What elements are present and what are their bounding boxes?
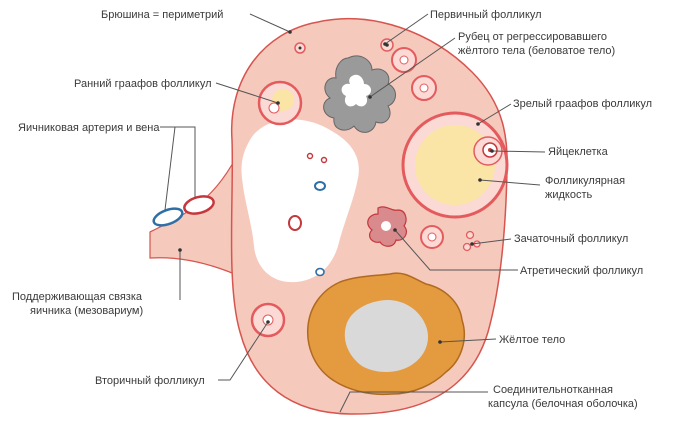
artery-cross-section [183, 195, 215, 215]
leader-dot [478, 178, 482, 182]
leader-primordial [471, 238, 512, 245]
leader-dot [368, 95, 372, 99]
vessel [314, 181, 326, 191]
label-artery-vein: Яичниковая артерия и вена [18, 122, 160, 134]
leader-dot [178, 248, 182, 252]
primordial-follicle-oocyte [427, 232, 437, 242]
leader-dot [438, 340, 442, 344]
primordial-follicle [465, 230, 475, 240]
label-secondary-follicle: Вторичный фолликул [95, 375, 205, 387]
label-oocyte: Яйцеклетка [548, 146, 609, 158]
leader-corpus-albicans [369, 37, 456, 98]
leader-mature-graafian [477, 103, 512, 125]
atretic-follicle-center [381, 221, 391, 231]
primary-follicle-oocyte [399, 55, 409, 65]
secondary-follicle-oocyte [262, 314, 274, 326]
label-corpus-albicans-1: Рубец от регрессировавшего [458, 31, 607, 43]
leader-capsule [339, 391, 488, 413]
leader-atretic [394, 229, 518, 271]
label-follicular-fluid-1: Фолликулярная [545, 175, 625, 187]
label-mesovarium-2: яичника (мезовариум) [30, 305, 143, 317]
label-mature-graafian: Зрелый граафов фолликул [513, 98, 652, 110]
leader-early-graafian [215, 82, 279, 104]
vessel [320, 156, 328, 164]
leader-dot [383, 42, 387, 46]
corpus-luteum-center [344, 300, 429, 372]
leader-dot [266, 320, 270, 324]
leader-dot [470, 242, 474, 246]
label-mesovarium-1: Поддерживающая связка [12, 291, 143, 303]
leader-oocyte [491, 150, 546, 153]
vessel [288, 215, 302, 231]
leader-artery-vein [160, 126, 196, 198]
ovary-medulla [241, 119, 359, 283]
primary-follicle-oocyte [419, 83, 429, 93]
label-primordial-follicle: Зачаточный фолликул [514, 233, 628, 245]
leader-dot [276, 101, 280, 105]
label-early-graafian: Ранний граафов фолликул [74, 78, 212, 90]
leader-peritoneum [249, 13, 291, 33]
leader-dot [393, 228, 397, 232]
corpus-albicans-core [341, 74, 372, 107]
leader-primary-follicle [384, 13, 429, 45]
leader-dot [490, 149, 494, 153]
leader-dot [288, 30, 292, 34]
label-capsule-1: Соединительнотканная [493, 384, 613, 396]
label-peritoneum: Брюшина = периметрий [101, 9, 223, 21]
label-follicular-fluid-2: жидкость [545, 189, 593, 201]
label-corpus-albicans-2: жёлтого тела (беловатое тело) [458, 45, 615, 57]
primordial-follicle [462, 242, 472, 252]
primary-follicle-nucleus [298, 46, 302, 50]
leader-dot [476, 122, 480, 126]
vessel [306, 152, 314, 160]
label-corpus-luteum: Жёлтое тело [499, 334, 565, 346]
leader-artery-vein-2 [164, 126, 176, 211]
vein-cross-section [152, 207, 184, 227]
vessel [315, 267, 325, 277]
early-graafian-oocyte [268, 102, 280, 114]
label-atretic-follicle: Атретический фолликул [520, 265, 643, 277]
label-primary-follicle: Первичный фолликул [430, 9, 542, 21]
leader-corpus-luteum [439, 338, 497, 343]
leader-follicular-fluid [479, 179, 541, 186]
label-capsule-2: капсула (белочная оболочка) [488, 398, 638, 410]
follicular-fluid [415, 125, 495, 205]
leader-secondary [218, 321, 269, 381]
